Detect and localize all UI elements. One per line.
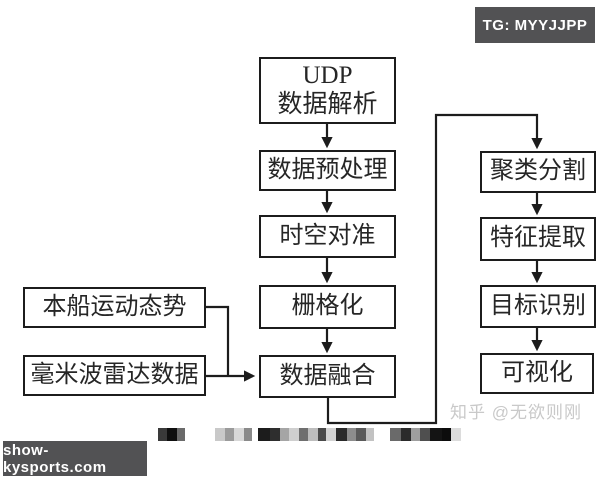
line-ship-join xyxy=(206,305,230,376)
node-data-preprocessing: 数据预处理 xyxy=(259,150,396,191)
site-watermark-badge: show-kysports.com xyxy=(3,441,147,476)
tg-watermark-badge: TG: MYYJJPP xyxy=(475,7,595,43)
node-data-fusion: 数据融合 xyxy=(259,355,396,398)
node-ship-motion-state: 本船运动态势 xyxy=(23,287,206,328)
node-udp-line1: UDP xyxy=(302,61,353,89)
node-target-recognition: 目标识别 xyxy=(480,285,596,328)
node-cluster-segmentation: 聚类分割 xyxy=(480,151,596,193)
zhihu-author-watermark: 知乎 @无欲则刚 xyxy=(450,403,582,422)
node-udp-parsing: UDP 数据解析 xyxy=(259,57,396,124)
censored-caption xyxy=(158,428,461,441)
node-feature-extraction: 特征提取 xyxy=(480,217,596,261)
node-spatiotemporal-alignment: 时空对准 xyxy=(259,215,396,258)
node-visualization: 可视化 xyxy=(480,353,594,394)
node-mmwave-radar-data: 毫米波雷达数据 xyxy=(23,355,206,396)
node-udp-line2: 数据解析 xyxy=(277,90,378,118)
node-rasterization: 栅格化 xyxy=(259,285,396,329)
